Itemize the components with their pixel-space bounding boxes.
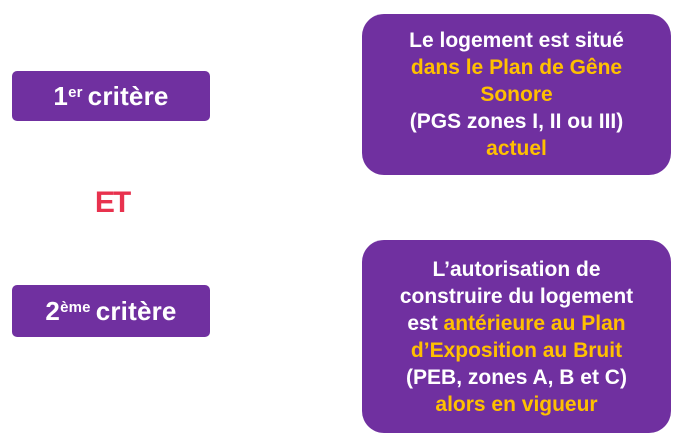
connector-et: ET (94, 186, 131, 219)
criterion-1-suffix: er (68, 83, 83, 101)
criterion-2-description-card: L’autorisation de construire du logement… (362, 240, 671, 433)
card-2-line-3: est antérieure au Plan (407, 310, 625, 337)
card-2-line-2: construire du logement (400, 283, 633, 310)
card-2-line-3-text: est (407, 311, 444, 335)
criterion-2-word: critère (95, 295, 177, 326)
card-2-line-6-highlight: alors en vigueur (435, 392, 598, 416)
criterion-2-number: 2 (45, 295, 61, 326)
card-2-line-5: (PEB, zones A, B et C) (406, 364, 627, 391)
card-1-line-5-highlight: actuel (486, 137, 547, 160)
card-1-line-2-highlight: dans le Plan de Gêne (410, 56, 623, 79)
criterion-1-word: critère (87, 80, 169, 111)
criterion-1-description-card: Le logement est situé dans le Plan de Gê… (362, 14, 671, 175)
card-1-line-4-text: (PGS zones I, II ou III) (409, 110, 624, 133)
card-2-line-2-text: construire du logement (399, 284, 634, 308)
card-1-line-1: Le logement est situé (409, 27, 624, 54)
card-1-line-2: dans le Plan de Gêne (411, 54, 622, 81)
criterion-2-suffix: ème (60, 298, 91, 316)
card-2-line-5-text: (PEB, zones A, B et C) (406, 365, 627, 389)
card-2-line-4-highlight: d’Exposition au Bruit (410, 338, 623, 362)
card-2-line-4: d’Exposition au Bruit (411, 337, 622, 364)
card-1-line-5: actuel (486, 135, 547, 162)
card-2-line-3-highlight: antérieure au Plan (443, 311, 626, 335)
card-1-line-4: (PGS zones I, II ou III) (410, 108, 624, 135)
criterion-1-number: 1 (53, 80, 69, 111)
card-1-line-3-highlight: Sonore (480, 83, 553, 106)
card-1-line-3: Sonore (480, 81, 552, 108)
card-1-line-1-text: Le logement est situé (409, 29, 624, 52)
card-2-line-1: L’autorisation de (432, 256, 600, 283)
card-2-line-6: alors en vigueur (435, 391, 597, 418)
card-2-line-1-text: L’autorisation de (432, 257, 601, 281)
